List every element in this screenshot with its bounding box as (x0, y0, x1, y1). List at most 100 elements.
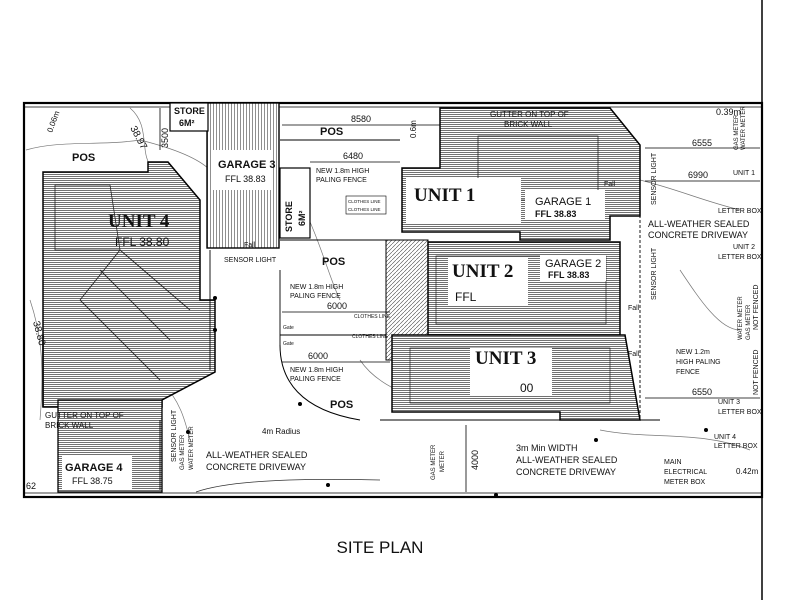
fence-note-2b: PALING FENCE (290, 293, 341, 300)
unit-1-building (401, 107, 641, 241)
gutter-note-top-1: GUTTER ON TOP OF (490, 110, 569, 119)
level-38-97: 38.97 (127, 124, 149, 152)
driveway-centre-0: 3m Min WIDTH (516, 443, 578, 453)
dim-6555: 6555 (692, 138, 712, 148)
main-electrical-2: ELECTRICAL (664, 469, 707, 476)
unit-3-ffl: 00 (520, 381, 534, 395)
store-top-area: 6M² (179, 118, 195, 128)
radius-note: 4m Radius (262, 427, 300, 436)
garage-4-ffl: FFL 38.75 (72, 476, 113, 486)
store-top-label: STORE (174, 106, 205, 116)
dim-0-39m: 0.39m (716, 107, 741, 117)
dim-6000-a: 6000 (327, 301, 347, 311)
sensor-light-4: SENSOR LIGHT (651, 247, 658, 300)
dim-3500: 3500 (160, 128, 170, 148)
clothes-line-1: CLOTHES LINE (348, 199, 381, 204)
unit-2-label: UNIT 2 (452, 261, 513, 282)
gutter-note-left-1: GUTTER ON TOP OF (45, 411, 124, 420)
unit-4-label: UNIT 4 (108, 211, 170, 232)
gutter-note-top-2: BRICK WALL (504, 120, 553, 129)
not-fenced-2: NOT FENCED (753, 350, 760, 395)
water-meter-left: WATER METER (189, 426, 195, 470)
main-electrical-1: MAIN (664, 459, 682, 466)
main-electrical-3: METER BOX (664, 479, 706, 486)
store-side-area: 6M² (297, 210, 307, 226)
fence-note-3b: PALING FENCE (290, 376, 341, 383)
dim-6990: 6990 (688, 170, 708, 180)
fence-note-2a: NEW 1.8m HIGH (290, 284, 343, 291)
letterbox-unit-1b: LETTER BOX (718, 208, 762, 215)
gas-meter-mid: GAS METER (746, 304, 752, 340)
fence-note-4a: NEW 1.2m (676, 349, 710, 356)
garage-3-label: GARAGE 3 (218, 159, 275, 171)
dim-6480: 6480 (343, 151, 363, 161)
driveway-right-2: CONCRETE DRIVEWAY (648, 230, 748, 240)
garage-4 (57, 399, 163, 493)
dimension-lines (159, 108, 760, 492)
letterbox-unit-4a: UNIT 4 (714, 434, 736, 441)
unit-4-ffl: FFL 38.80 (115, 235, 170, 249)
gate-1: Gate (283, 325, 294, 331)
sensor-light-1: SENSOR LIGHT (224, 257, 277, 264)
driveway-left-1: ALL-WEATHER SEALED (206, 450, 308, 460)
gas-meter-top: GAS METER (734, 114, 740, 150)
water-meter-centre: METER (440, 450, 446, 472)
store-side-label: STORE (284, 201, 294, 232)
site-boundary (22, 101, 764, 499)
garage-4-label: GARAGE 4 (65, 462, 123, 474)
garage-1-ffl: FFL 38.83 (535, 209, 576, 219)
fall-arrow-3: Fall (628, 305, 640, 312)
fence-note-4b: HIGH PALING (676, 359, 721, 366)
fall-arrow-4: Fall (244, 242, 256, 249)
fences (159, 139, 660, 490)
garage-3 (169, 102, 311, 249)
letterbox-unit-2b: LETTER BOX (718, 254, 762, 261)
unit-4-building (42, 161, 216, 408)
water-meter-top: WATER METER (741, 106, 747, 150)
pos-label-3: POS (322, 256, 345, 268)
garage-2-ffl: FFL 38.83 (548, 270, 589, 280)
gate-2: Gate (283, 341, 294, 347)
garage-2-label: GARAGE 2 (545, 258, 601, 270)
dim-8580: 8580 (351, 114, 371, 124)
dim-0-42m: 0.42m (736, 467, 759, 476)
level-62: 62 (26, 481, 36, 491)
gutter-note-left-2: BRICK WALL (45, 421, 94, 430)
letterbox-unit-1a: UNIT 1 (733, 170, 755, 177)
driveway-left-2: CONCRETE DRIVEWAY (206, 462, 306, 472)
unit-2-building (385, 239, 621, 361)
unit-1-label: UNIT 1 (414, 185, 475, 206)
dim-6550: 6550 (692, 387, 712, 397)
fall-arrow-1: Fall (604, 181, 616, 188)
fence-note-3a: NEW 1.8m HIGH (290, 367, 343, 374)
dim-6000-b: 6000 (308, 351, 328, 361)
dim-0-6m: 0.6m (409, 120, 418, 138)
dim-4000: 4000 (470, 450, 480, 470)
clothes-line-2: CLOTHES LINE (348, 207, 381, 212)
letterbox-unit-2a: UNIT 2 (733, 244, 755, 251)
fence-note-4c: FENCE (676, 369, 700, 376)
clothes-line-4: CLOTHES LINE (354, 314, 391, 320)
not-fenced-1: NOT FENCED (753, 285, 760, 330)
letterbox-unit-3b: LETTER BOX (718, 409, 762, 416)
driveway-right-1: ALL-WEATHER SEALED (648, 219, 750, 229)
driveway-curve (279, 344, 361, 421)
letterbox-unit-4b: LETTER BOX (714, 443, 758, 450)
unit-2-ffl: FFL (455, 290, 477, 304)
clothes-line-3: CLOTHES LINE (352, 334, 389, 340)
unit-3-building (391, 334, 641, 421)
pos-label-4: POS (330, 399, 353, 411)
letterbox-unit-3a: UNIT 3 (718, 399, 740, 406)
garage-3-ffl: FFL 38.83 (225, 174, 266, 184)
gas-meter-left: GAS METER (180, 434, 186, 470)
pos-label-1: POS (72, 152, 95, 164)
garage-1-label: GARAGE 1 (535, 196, 591, 208)
fence-note-1b: PALING FENCE (316, 177, 367, 184)
pos-label-2: POS (320, 126, 343, 138)
dim-0-06m: 0.06m (45, 109, 61, 133)
gas-meter-centre: GAS METER (431, 444, 437, 480)
unit-3-label: UNIT 3 (475, 348, 536, 369)
fall-arrow-2: Fall (628, 351, 640, 358)
driveway-centre-2: CONCRETE DRIVEWAY (516, 467, 616, 477)
